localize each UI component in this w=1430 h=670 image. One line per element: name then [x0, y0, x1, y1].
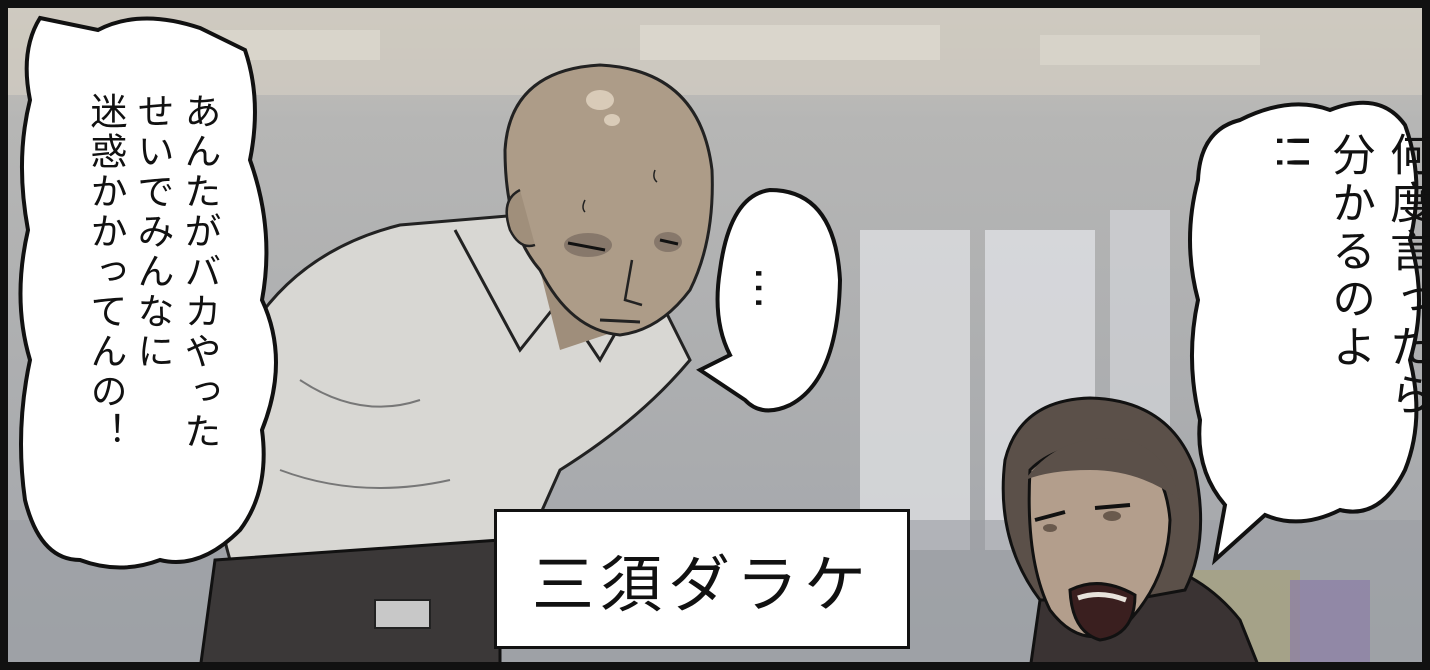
right-speech-text: 何度言ったら 分かるのよ !!: [1266, 132, 1430, 420]
middle-speech-text: …: [745, 266, 796, 312]
bald-man-figure: [198, 63, 714, 670]
left-speech-text: あんたがバカやった せいでみんなに 迷惑かかってんの！: [84, 92, 221, 452]
left-speech-bubble: [18, 15, 278, 570]
name-caption-box: 三須ダラケ: [494, 509, 910, 649]
name-caption-text: 三須ダラケ: [531, 548, 872, 621]
woman-figure: [1001, 396, 1262, 670]
middle-speech-bubble: [696, 187, 843, 413]
right-speech-bubble: [1188, 100, 1421, 566]
